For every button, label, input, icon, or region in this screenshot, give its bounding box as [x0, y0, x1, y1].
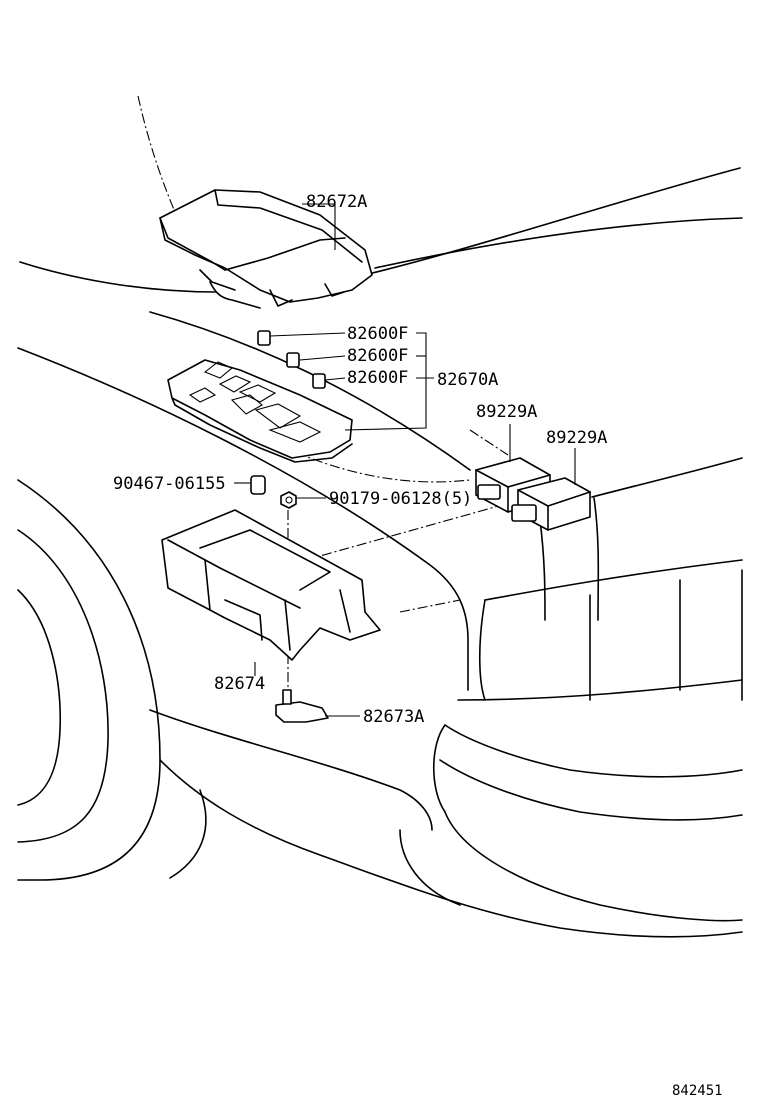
label-82672A: 82672A [306, 192, 367, 212]
label-82673A: 82673A [363, 707, 424, 727]
label-90179-06128: 90179-06128(5) [329, 489, 472, 509]
relay-1 [257, 330, 271, 346]
bracket [275, 689, 329, 723]
bolt-90467 [250, 475, 266, 495]
label-82600F-2: 82600F [347, 346, 408, 366]
control-unit-2 [511, 477, 591, 531]
nut-90179 [280, 491, 297, 509]
label-82600F-1: 82600F [347, 324, 408, 344]
label-90467-06155: 90467-06155 [113, 474, 226, 494]
leader-lines [234, 203, 576, 717]
relay-block [167, 359, 353, 463]
part-labels: 82672A 82600F 82600F 82600F 82670A 89229… [113, 192, 723, 1099]
label-82600F-3: 82600F [347, 368, 408, 388]
label-89229A-1: 89229A [476, 402, 537, 422]
label-89229A-2: 89229A [546, 428, 607, 448]
label-82674: 82674 [214, 674, 265, 694]
relay-set [257, 330, 326, 389]
diagram-reference-number: 842451 [672, 1083, 723, 1099]
label-82670A: 82670A [437, 370, 498, 390]
relay-2 [286, 352, 300, 368]
relay-3 [312, 373, 326, 389]
lower-case [161, 509, 381, 661]
vehicle-body-outline [17, 95, 743, 938]
